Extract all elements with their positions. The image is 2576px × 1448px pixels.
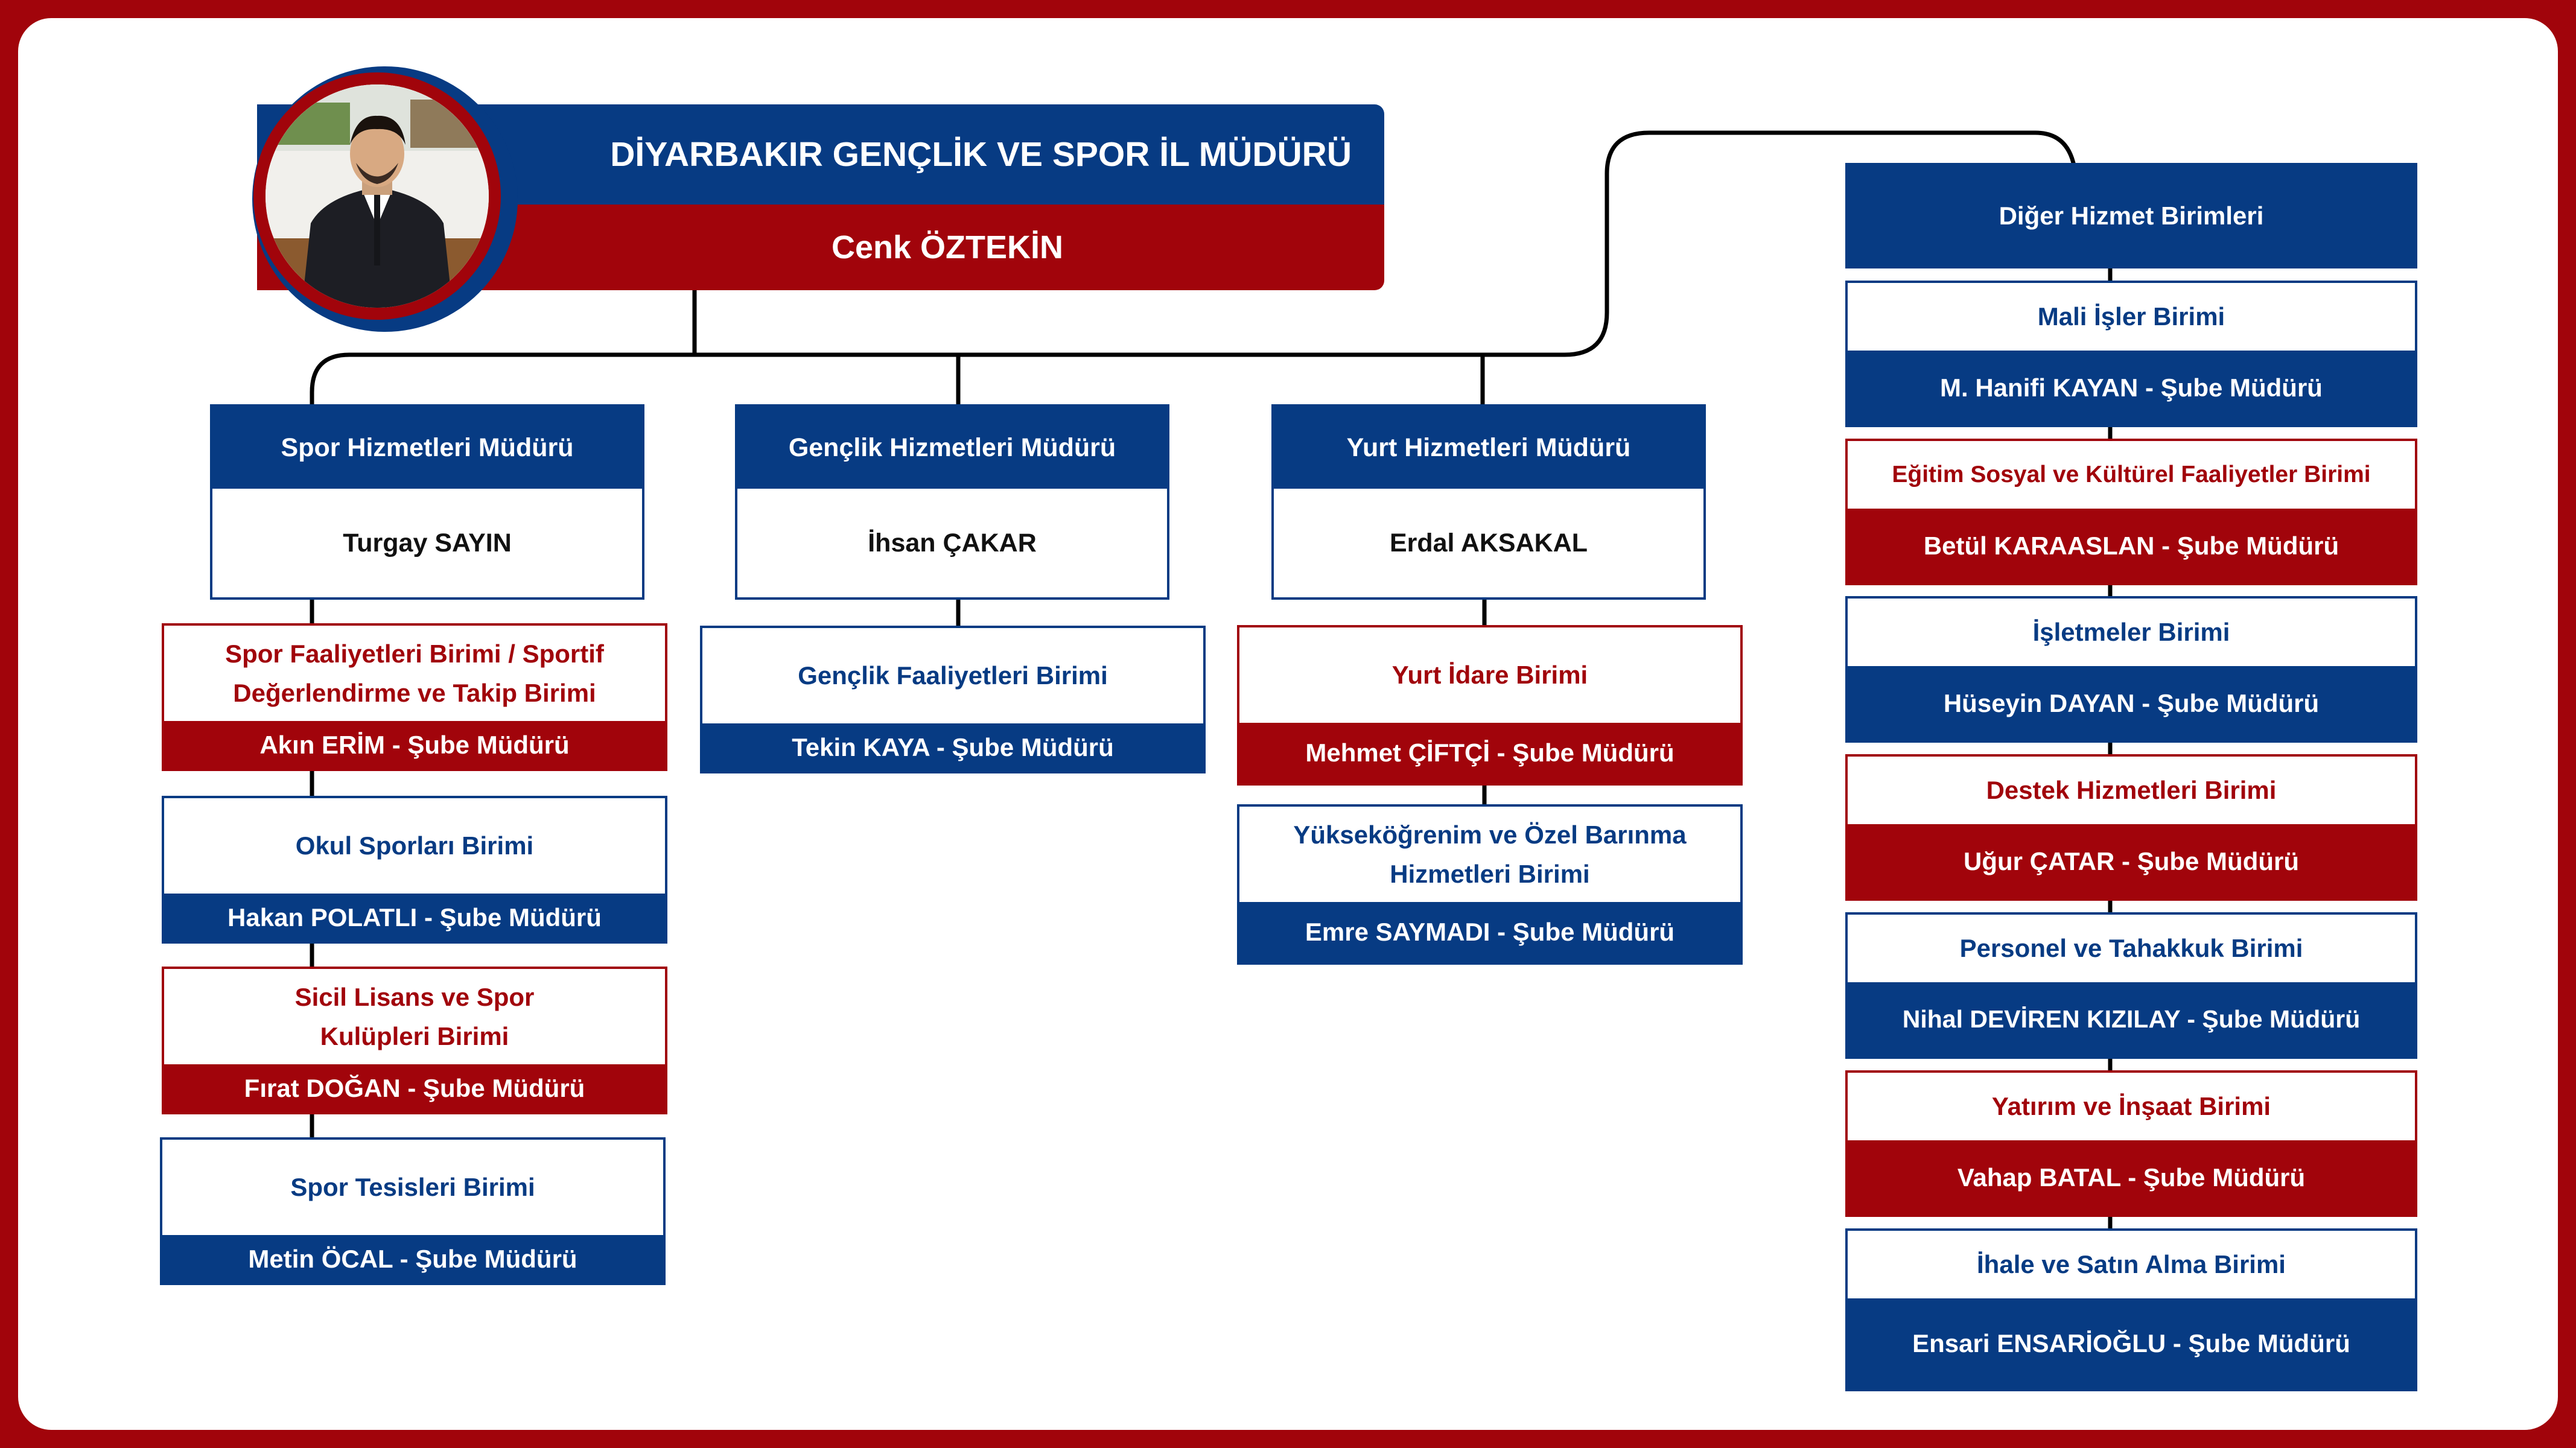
unit-egitim-sosyal: Eğitim Sosyal ve Kültürel Faaliyetler Bi… bbox=[1845, 439, 2417, 585]
unit-manager: Vahap BATAL - Şube Müdürü bbox=[1848, 1140, 2415, 1215]
unit-title: Personel ve Tahakkuk Birimi bbox=[1848, 915, 2415, 982]
unit-yurt-idare: Yurt İdare Birimi Mehmet ÇİFTÇİ - Şube M… bbox=[1237, 625, 1743, 786]
director-title: Spor Hizmetleri Müdürü bbox=[212, 407, 642, 489]
unit-manager: Akın ERİM - Şube Müdürü bbox=[164, 721, 665, 769]
unit-manager: Fırat DOĞAN - Şube Müdürü bbox=[164, 1064, 665, 1112]
unit-genclik-faaliyetleri: Gençlik Faaliyetleri Birimi Tekin KAYA -… bbox=[700, 626, 1206, 773]
unit-manager: Hakan POLATLI - Şube Müdürü bbox=[164, 894, 665, 941]
other-units-header: Diğer Hizmet Birimleri bbox=[1845, 163, 2417, 268]
unit-title: Spor Tesisleri Birimi bbox=[162, 1140, 663, 1235]
unit-manager: Emre SAYMADI - Şube Müdürü bbox=[1239, 902, 1740, 962]
unit-manager: Mehmet ÇİFTÇİ - Şube Müdürü bbox=[1239, 723, 1740, 783]
unit-title: Eğitim Sosyal ve Kültürel Faaliyetler Bi… bbox=[1848, 441, 2415, 509]
org-chart: DİYARBAKIR GENÇLİK VE SPOR İL MÜDÜRÜ Cen… bbox=[18, 18, 2558, 1430]
unit-title: Yatırım ve İnşaat Birimi bbox=[1848, 1073, 2415, 1140]
unit-spor-tesisleri: Spor Tesisleri Birimi Metin ÖCAL - Şube … bbox=[160, 1137, 666, 1285]
unit-okul-sporlari: Okul Sporları Birimi Hakan POLATLI - Şub… bbox=[162, 796, 667, 944]
unit-title: Mali İşler Birimi bbox=[1848, 283, 2415, 351]
unit-manager: Metin ÖCAL - Şube Müdürü bbox=[162, 1235, 663, 1283]
unit-title: İhale ve Satın Alma Birimi bbox=[1848, 1231, 2415, 1298]
unit-title: Sicil Lisans ve Spor Kulüpleri Birimi bbox=[164, 969, 665, 1064]
unit-manager: Uğur ÇATAR - Şube Müdürü bbox=[1848, 824, 2415, 898]
director-photo bbox=[266, 84, 489, 308]
portrait-icon bbox=[266, 84, 489, 308]
unit-manager: Nihal DEVİREN KIZILAY - Şube Müdürü bbox=[1848, 982, 2415, 1056]
director-spor: Spor Hizmetleri Müdürü Turgay SAYIN bbox=[210, 404, 644, 600]
other-units-title: Diğer Hizmet Birimleri bbox=[1845, 163, 2417, 268]
unit-title: İşletmeler Birimi bbox=[1848, 599, 2415, 666]
unit-isletmeler: İşletmeler Birimi Hüseyin DAYAN - Şube M… bbox=[1845, 596, 2417, 743]
unit-manager: Tekin KAYA - Şube Müdürü bbox=[702, 723, 1203, 771]
director-yurt: Yurt Hizmetleri Müdürü Erdal AKSAKAL bbox=[1271, 404, 1706, 600]
unit-manager: M. Hanifi KAYAN - Şube Müdürü bbox=[1848, 351, 2415, 425]
director-title: Gençlik Hizmetleri Müdürü bbox=[737, 407, 1167, 489]
unit-title: Destek Hizmetleri Birimi bbox=[1848, 757, 2415, 824]
director-name: İhsan ÇAKAR bbox=[737, 489, 1167, 597]
director-genclik: Gençlik Hizmetleri Müdürü İhsan ÇAKAR bbox=[735, 404, 1169, 600]
unit-manager: Betül KARAASLAN - Şube Müdürü bbox=[1848, 509, 2415, 583]
unit-title: Yurt İdare Birimi bbox=[1239, 627, 1740, 723]
unit-ihale-satin-alma: İhale ve Satın Alma Birimi Ensari ENSARİ… bbox=[1845, 1228, 2417, 1391]
unit-mali-isler: Mali İşler Birimi M. Hanifi KAYAN - Şube… bbox=[1845, 281, 2417, 427]
unit-yuksekogrenim: Yükseköğrenim ve Özel Barınma Hizmetleri… bbox=[1237, 804, 1743, 965]
unit-yatirim-insaat: Yatırım ve İnşaat Birimi Vahap BATAL - Ş… bbox=[1845, 1070, 2417, 1217]
unit-title: Yükseköğrenim ve Özel Barınma Hizmetleri… bbox=[1239, 807, 1740, 902]
director-name: Erdal AKSAKAL bbox=[1274, 489, 1703, 597]
unit-manager: Hüseyin DAYAN - Şube Müdürü bbox=[1848, 666, 2415, 740]
connector-main-bus bbox=[310, 130, 2076, 407]
director-title: Yurt Hizmetleri Müdürü bbox=[1274, 407, 1703, 489]
unit-title: Spor Faaliyetleri Birimi / Sportif Değer… bbox=[164, 626, 665, 721]
unit-title: Gençlik Faaliyetleri Birimi bbox=[702, 628, 1203, 723]
unit-personel-tahakkuk: Personel ve Tahakkuk Birimi Nihal DEVİRE… bbox=[1845, 912, 2417, 1059]
unit-title: Okul Sporları Birimi bbox=[164, 798, 665, 894]
unit-spor-faaliyetleri: Spor Faaliyetleri Birimi / Sportif Değer… bbox=[162, 623, 667, 771]
unit-sicil-lisans: Sicil Lisans ve Spor Kulüpleri Birimi Fı… bbox=[162, 967, 667, 1114]
unit-destek-hizmetleri: Destek Hizmetleri Birimi Uğur ÇATAR - Şu… bbox=[1845, 754, 2417, 901]
unit-manager: Ensari ENSARİOĞLU - Şube Müdürü bbox=[1848, 1298, 2415, 1389]
director-name: Turgay SAYIN bbox=[212, 489, 642, 597]
